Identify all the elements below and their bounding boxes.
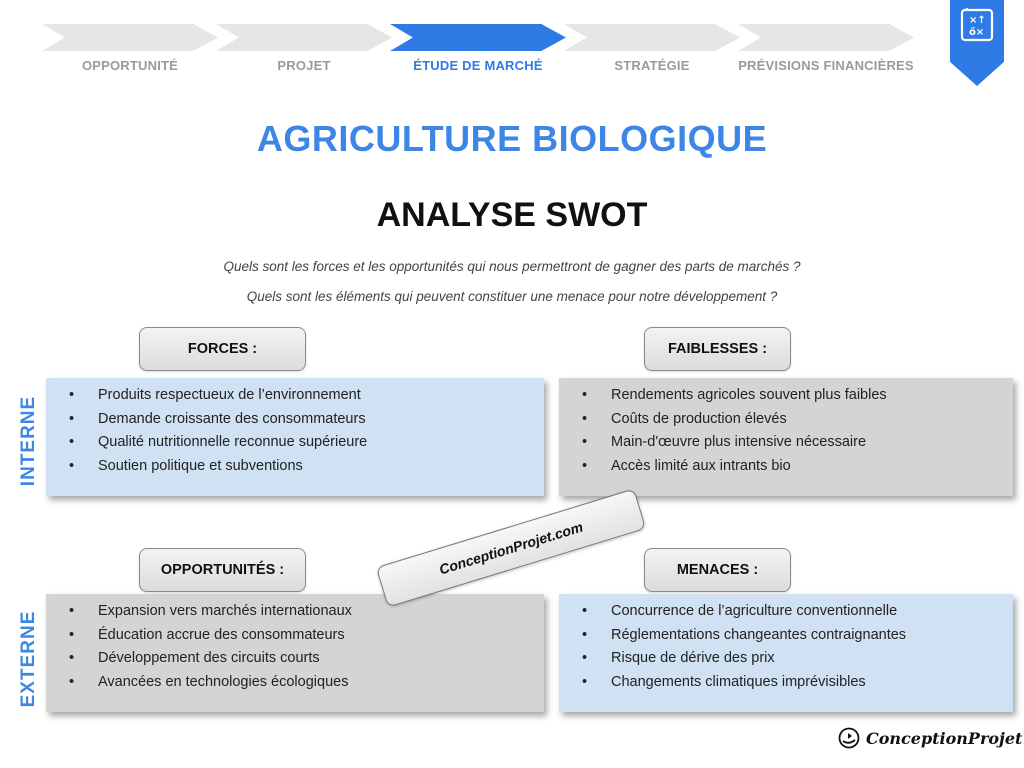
step-chevron [564,24,740,51]
brand-logo[interactable]: ConceptionProjet [838,726,1022,750]
forces-list: Produits respectueux de l’environnement … [46,378,544,478]
forces-box: Produits respectueux de l’environnement … [46,378,544,496]
weaknesses-box: Rendements agricoles souvent plus faible… [559,378,1013,496]
threats-heading: MENACES : [644,548,791,592]
list-item: Qualité nutritionnelle reconnue supérieu… [69,431,544,455]
threats-box: Concurrence de l’agriculture conventionn… [559,594,1013,712]
step-label: ÉTUDE DE MARCHÉ [413,58,543,73]
step-chevron [390,24,566,51]
list-item: Expansion vers marchés internationaux [69,600,544,624]
step-label: OPPORTUNITÉ [81,58,179,73]
list-item: Coûts de production élevés [582,408,1013,432]
weaknesses-heading: FAIBLESSES : [644,327,791,371]
list-item: Soutien politique et subventions [69,455,544,479]
list-item: Avancées en technologies écologiques [69,671,544,695]
threats-list: Concurrence de l’agriculture conventionn… [559,594,1013,694]
step-opportunite[interactable]: OPPORTUNITÉ [42,24,218,84]
list-item: Main-d'œuvre plus intensive nécessaire [582,431,1013,455]
internal-label: INTERNE [18,395,39,487]
question-1: Quels sont les forces et les opportunité… [223,259,801,274]
step-strategie[interactable]: STRATÉGIE [564,24,740,84]
list-item: Rendements agricoles souvent plus faible… [582,384,1013,408]
list-item: Accès limité aux intrants bio [582,455,1013,479]
step-projet[interactable]: PROJET [216,24,392,84]
step-label: PROJET [277,58,331,73]
step-chevron [42,24,218,51]
svg-text:ő×: ő× [969,26,984,38]
list-item: Réglementations changeantes contraignant… [582,624,1013,648]
list-item: Risque de dérive des prix [582,647,1013,671]
strategy-board-icon: ×↑ ő× [960,8,994,42]
opportunities-list: Expansion vers marchés internationaux Éd… [46,594,544,694]
watermark-stamp: ConceptionProjet.com [375,488,647,608]
list-item: Concurrence de l’agriculture conventionn… [582,600,1013,624]
logo-text: ConceptionProjet [866,728,1023,748]
list-item: Développement des circuits courts [69,647,544,671]
list-item: Changements climatiques imprévisibles [582,671,1013,695]
page-title: AGRICULTURE BIOLOGIQUE [256,118,768,159]
step-previsions-financieres[interactable]: PRÉVISIONS FINANCIÈRES [738,24,914,84]
opportunities-box: Expansion vers marchés internationaux Éd… [46,594,544,712]
svg-text:×↑: ×↑ [969,15,986,26]
list-item: Demande croissante des consommateurs [69,408,544,432]
external-label: EXTERNE [18,610,39,708]
corner-badge: ×↑ ő× [950,0,1004,86]
page-subtitle: ANALYSE SWOT [376,196,648,234]
weaknesses-list: Rendements agricoles souvent plus faible… [559,378,1013,478]
opportunities-heading: OPPORTUNITÉS : [139,548,306,592]
step-label: PRÉVISIONS FINANCIÈRES [738,58,914,73]
forces-heading: FORCES : [139,327,306,371]
logo-icon [838,727,860,749]
list-item: Produits respectueux de l’environnement [69,384,544,408]
progress-steps: OPPORTUNITÉ PROJET ÉTUDE DE MARCHÉ STRAT… [42,24,942,84]
step-label: STRATÉGIE [614,58,690,73]
list-item: Éducation accrue des consommateurs [69,624,544,648]
step-chevron [216,24,392,51]
question-2: Quels sont les éléments qui peuvent cons… [246,289,778,304]
step-etude-de-marche[interactable]: ÉTUDE DE MARCHÉ [390,24,566,84]
step-chevron [738,24,914,51]
